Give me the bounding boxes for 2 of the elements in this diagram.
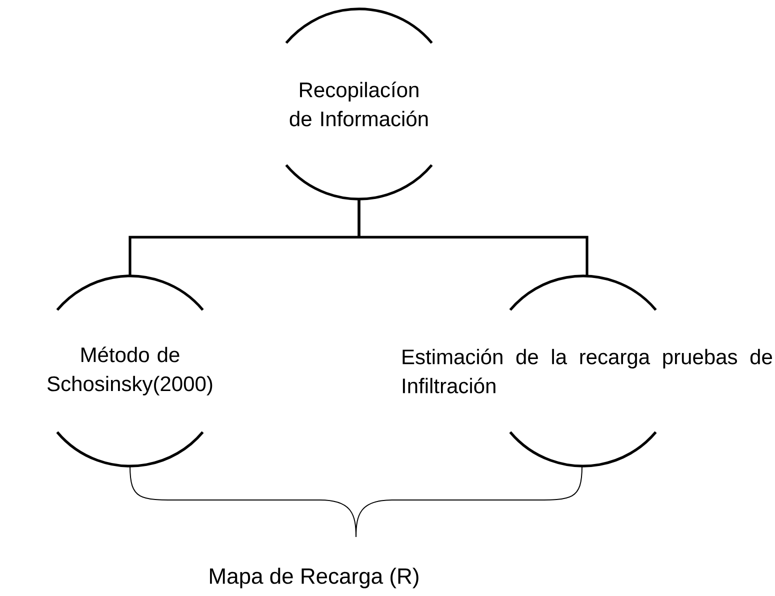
result-label: Mapa de Recarga (R) <box>210 568 418 588</box>
connector-line <box>358 199 588 276</box>
